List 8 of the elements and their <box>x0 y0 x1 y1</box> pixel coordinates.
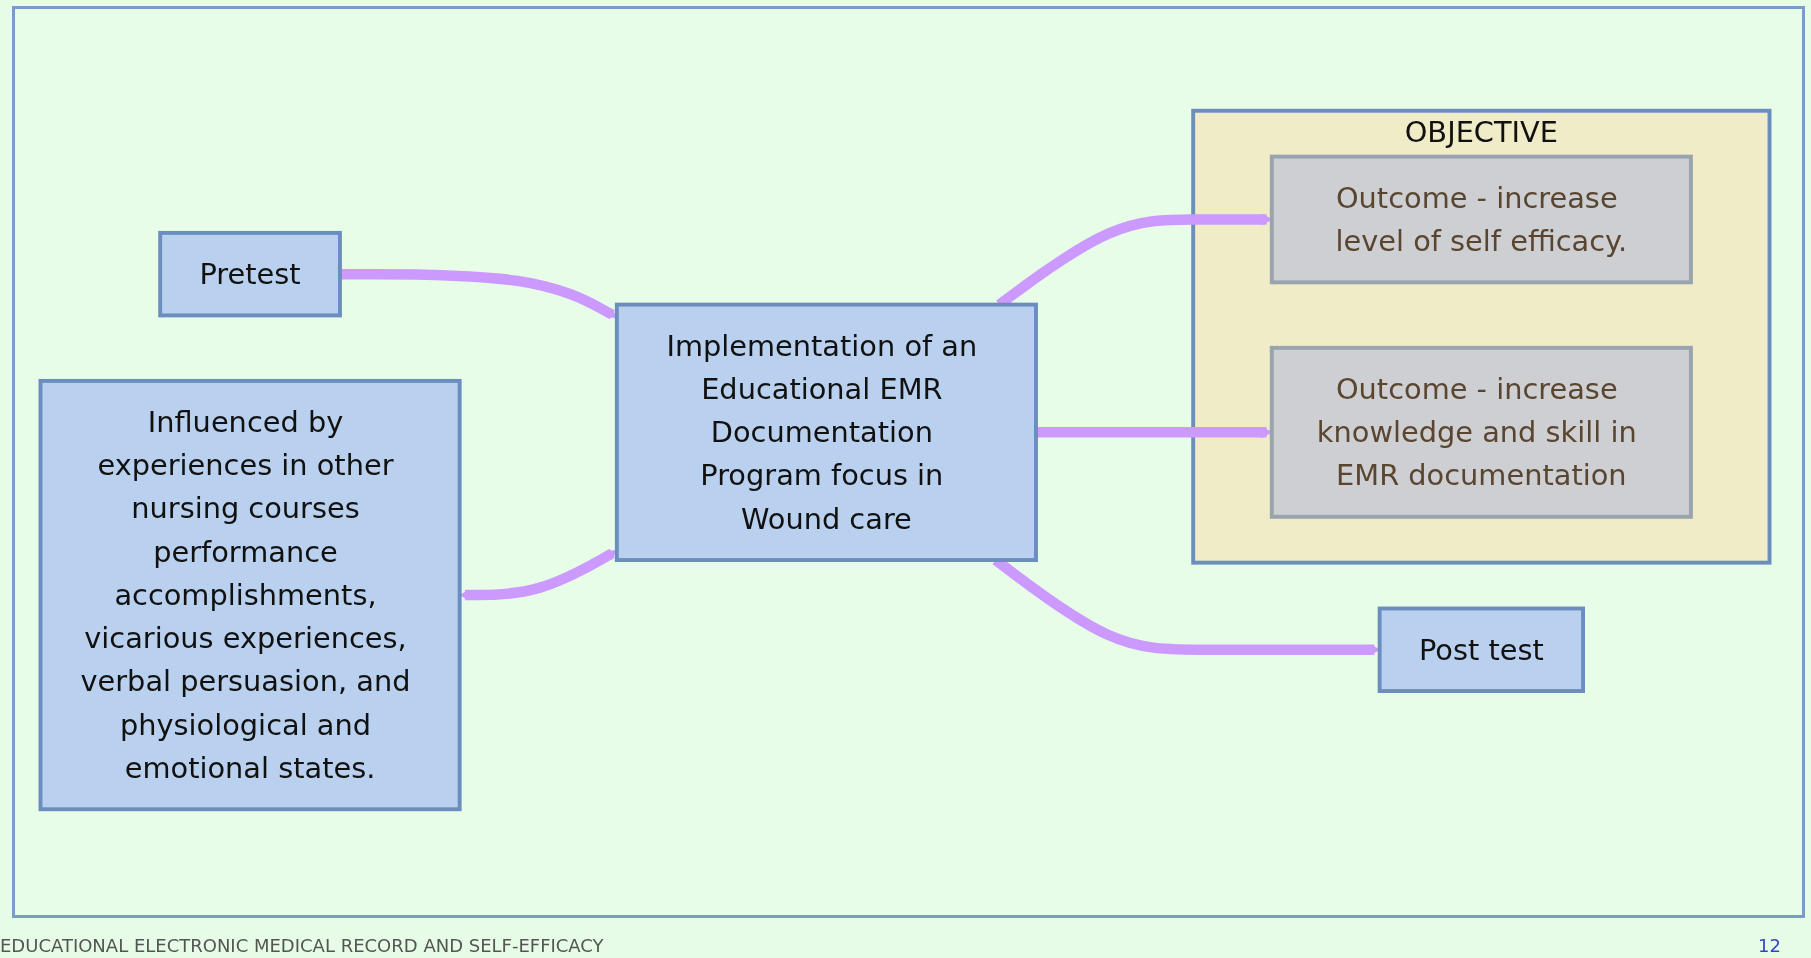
node-box: Post test <box>1377 606 1585 693</box>
node-box: Implementation of an Educational EMR Documentation Program focus in Wound care <box>614 302 1038 562</box>
node-box: Influenced by experiences in other nursing courses performance accomplishments, vicarious experiences, verbal persuasion, and physiological and emotional states. <box>38 378 462 812</box>
node-box: Pretest <box>158 230 342 318</box>
node-box: Outcome - increase knowledge and skill in EMR documentation <box>1269 345 1693 519</box>
footer-text: EDUCATIONAL ELECTRONIC MEDICAL RECORD AND SELF-EFFICACY <box>0 935 604 956</box>
node-box: Outcome - increase level of self efficacy. <box>1269 154 1693 285</box>
page-number: 12 <box>1758 935 1781 956</box>
